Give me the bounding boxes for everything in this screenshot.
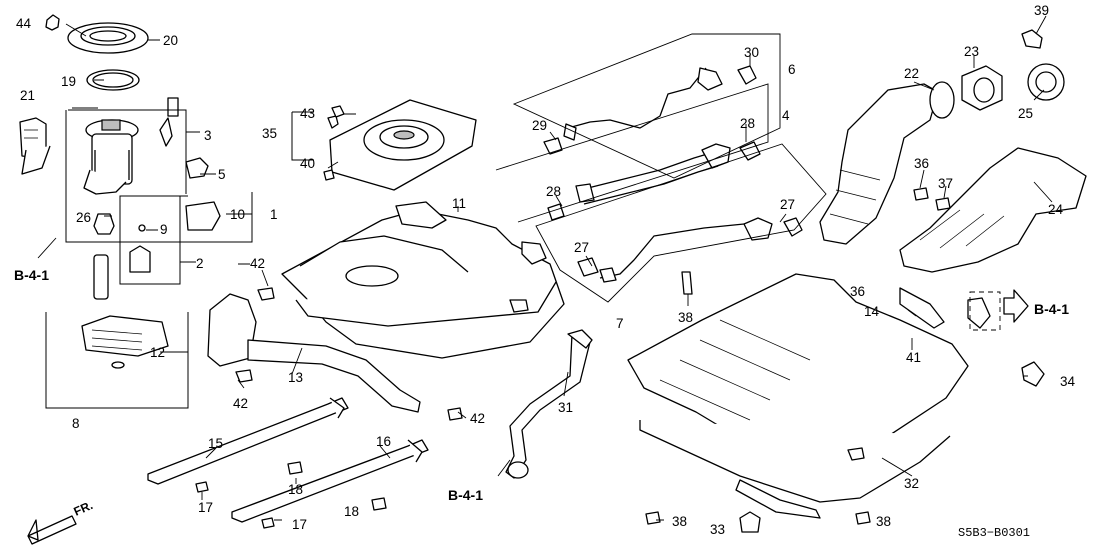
- callout-4: 4: [782, 108, 790, 123]
- callout-42-lower: 42: [233, 396, 248, 411]
- front-direction-label: FR.: [72, 498, 95, 519]
- hose-group-7: [577, 217, 803, 295]
- callout-5: 5: [218, 167, 226, 182]
- callout-22: 22: [904, 66, 919, 81]
- callout-34: 34: [1060, 374, 1076, 389]
- callout-43: 43: [300, 106, 315, 121]
- callout-23: 23: [964, 44, 979, 59]
- callout-8: 8: [72, 416, 80, 431]
- fuel-pump-module: [83, 97, 221, 231]
- callout-39: 39: [1034, 3, 1049, 18]
- callout-36-lower: 36: [850, 284, 865, 299]
- callout-12: 12: [150, 345, 165, 360]
- reference-b-4-1-left: B-4-1: [14, 267, 49, 283]
- callout-29: 29: [532, 118, 547, 133]
- callout-17-left: 17: [198, 500, 213, 515]
- callout-40: 40: [300, 156, 315, 171]
- callout-26: 26: [76, 210, 91, 225]
- tank-straps-15-16: [147, 397, 429, 523]
- callout-10: 10: [230, 207, 245, 222]
- callout-30: 30: [744, 45, 759, 60]
- callout-19: 19: [61, 74, 76, 89]
- hose-group-4: [547, 141, 761, 221]
- splash-shield-24: [899, 147, 1087, 273]
- callout-28-lower: 28: [546, 184, 561, 199]
- callout-7: 7: [616, 316, 624, 331]
- callout-24: 24: [1048, 202, 1064, 217]
- callout-6: 6: [788, 62, 796, 77]
- callout-16: 16: [376, 434, 391, 449]
- ref-arrows: [27, 237, 1029, 545]
- hose-group-6: [543, 65, 757, 155]
- drawing-code: S5B3−B0301: [958, 526, 1030, 540]
- callout-3: 3: [204, 128, 212, 143]
- callout-42-mid: 42: [470, 411, 485, 426]
- callout-1: 1: [270, 207, 278, 222]
- callout-35: 35: [262, 126, 277, 141]
- callout-38-left: 38: [672, 514, 687, 529]
- callout-38-upper: 38: [678, 310, 693, 325]
- callout-28-upper: 28: [740, 116, 755, 131]
- undercover-32: [627, 273, 969, 519]
- filler-neck-22: [819, 81, 955, 245]
- callout-25: 25: [1018, 106, 1033, 121]
- callout-27-left: 27: [574, 240, 589, 255]
- callout-36-upper: 36: [914, 156, 929, 171]
- callout-2: 2: [196, 256, 204, 271]
- callout-13: 13: [288, 370, 303, 385]
- pump-motor-and-filter: [81, 213, 169, 369]
- reference-b-4-1-bottom: B-4-1: [448, 487, 483, 503]
- filler-pipe-bracket-13: [207, 293, 421, 413]
- callout-17-right: 17: [292, 517, 307, 532]
- callout-31: 31: [558, 400, 573, 415]
- callout-38-right: 38: [876, 514, 891, 529]
- callout-37: 37: [938, 176, 953, 191]
- reference-b-4-1-right: B-4-1: [1034, 301, 1069, 317]
- callout-41: 41: [906, 350, 921, 365]
- callout-44: 44: [16, 16, 32, 31]
- callout-21: 21: [20, 88, 35, 103]
- callout-27-right: 27: [780, 197, 795, 212]
- callout-32: 32: [904, 476, 919, 491]
- access-plate-35: [291, 99, 477, 191]
- fuel-lid-23-cap-25-39: [961, 29, 1065, 111]
- callout-11: 11: [452, 196, 466, 211]
- bolts-and-clips-center: [195, 105, 463, 529]
- sensor-bracket-21: [19, 117, 51, 175]
- callout-42-upper: 42: [250, 256, 265, 271]
- callout-9: 9: [160, 222, 168, 237]
- callout-labels: 44 20 19 21 3 5 10 1 26 9 2 12 8 43 35 4…: [16, 3, 1076, 537]
- callout-18-right: 18: [344, 504, 359, 519]
- callout-18-left: 18: [288, 482, 303, 497]
- bottom-bolts: [645, 511, 871, 533]
- pump-assembly-brackets: [45, 107, 253, 409]
- hose-group-brackets: [495, 33, 827, 303]
- fuel-tank-11: [281, 201, 565, 359]
- callout-15: 15: [208, 436, 223, 451]
- callout-33: 33: [710, 522, 725, 537]
- hose-31: [505, 329, 593, 479]
- callout-14: 14: [864, 304, 880, 319]
- seal-ring-44-20-19: [45, 14, 149, 91]
- callout-20: 20: [163, 33, 178, 48]
